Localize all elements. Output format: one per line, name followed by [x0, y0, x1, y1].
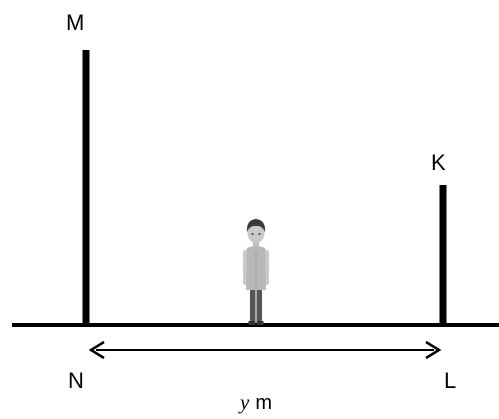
distance-arrow: [88, 340, 442, 360]
distance-variable: y: [238, 390, 250, 414]
distance-unit: m: [255, 392, 272, 414]
label-l: L: [444, 368, 456, 393]
label-k: K: [431, 150, 446, 175]
person-figure: [243, 219, 269, 325]
label-n: N: [68, 368, 84, 393]
arrowhead-right: [425, 340, 442, 360]
label-m: M: [66, 10, 84, 35]
arrowhead-left: [88, 340, 105, 360]
